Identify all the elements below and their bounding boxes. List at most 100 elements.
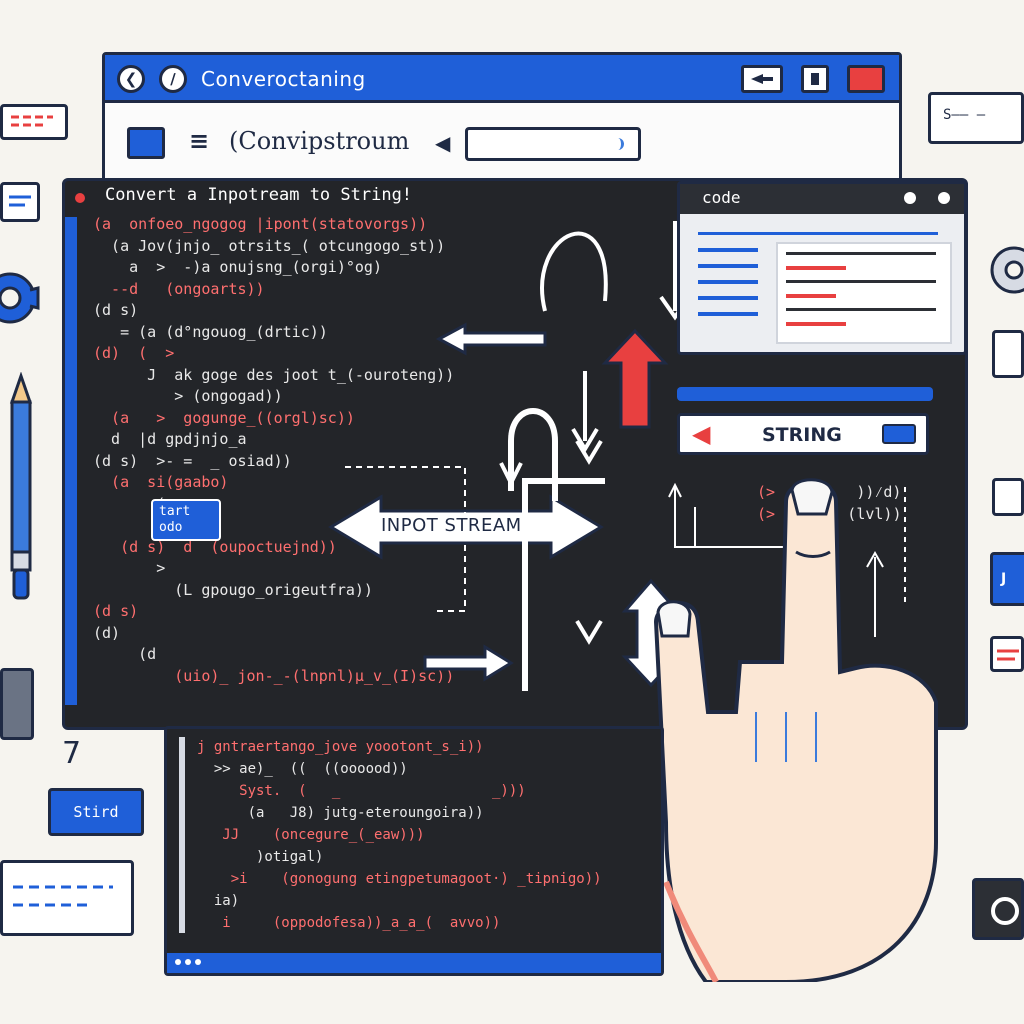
- code-line: d |d gpdjnjo_a: [93, 430, 247, 448]
- right-red-bubble: [990, 636, 1024, 672]
- code-line: > (ongogad)): [93, 387, 283, 405]
- window-title: Converoctaning: [201, 67, 366, 91]
- list-icon: [9, 195, 31, 207]
- code-line: (d s) >- = _ osiad)): [93, 451, 292, 470]
- app-window: ❮ ∕ Converoctaning ≡ (Convipstroum ◀: [102, 52, 902, 182]
- string-output-box[interactable]: ◀ STRING: [677, 413, 929, 455]
- right-gear-icon[interactable]: [984, 238, 1024, 302]
- code-line: (a onfoeo_ngogog |ipont(statovorgs)): [93, 215, 428, 233]
- tart-badge[interactable]: tart odo: [151, 499, 221, 541]
- code-window-dot-1[interactable]: [904, 192, 916, 204]
- red-up-arrow: [601, 328, 669, 429]
- lower-code-line: JJ (oncegure_(_eaw))): [197, 827, 425, 843]
- right-blue-button[interactable]: J: [990, 552, 1024, 606]
- code-window-dot-2[interactable]: [938, 192, 950, 204]
- menu-icon[interactable]: ≡: [189, 127, 210, 155]
- toolbar: ≡ (Convipstroum ◀: [105, 115, 899, 175]
- code-window-line: [786, 294, 836, 298]
- code-line: a > -)a onujsng_(orgi)°og): [93, 258, 382, 276]
- code-window-line: [698, 312, 758, 316]
- editor-gutter: [65, 217, 77, 705]
- right-code-fragment: (> (lvl)): [757, 505, 902, 523]
- title-bar: ❮ ∕ Converoctaning: [105, 55, 899, 103]
- code-line: >: [93, 559, 175, 577]
- pin-button[interactable]: [741, 65, 783, 93]
- code-window-line: [786, 308, 936, 311]
- stird-button[interactable]: Stird: [48, 788, 144, 836]
- code-window-header: code: [680, 184, 964, 214]
- code-line: (d) ( >: [93, 344, 175, 362]
- code-window-line: [698, 280, 758, 284]
- code-window-line: [786, 266, 846, 270]
- code-line: (d s): [93, 301, 139, 319]
- code-window-line: [698, 264, 758, 268]
- lower-code-line: >i (gonogung etingpetumagoot·) _tipnigo)…: [197, 871, 602, 887]
- code-window-line: [698, 296, 758, 300]
- code-line: (d: [93, 645, 157, 663]
- back-circle-icon[interactable]: ❮: [117, 65, 145, 93]
- status-bar: [167, 953, 661, 973]
- lower-code-line: (a J8) jutg-eteroungoira)): [197, 805, 484, 821]
- status-dot: [185, 959, 191, 965]
- code-window-line: [786, 322, 846, 326]
- code-line: --d (ongoarts)): [93, 279, 265, 298]
- code-window-line: [786, 280, 936, 283]
- lower-scrollbar[interactable]: [179, 737, 185, 933]
- status-dot: [175, 959, 181, 965]
- address-text: (Convipstroum: [229, 127, 410, 155]
- code-line: (d): [93, 623, 139, 642]
- toolbar-app-icon[interactable]: [127, 127, 165, 159]
- close-button[interactable]: [847, 65, 885, 93]
- code-line: J ak goge des joot t_(-ouroteng)): [93, 365, 455, 384]
- left-arrow: [435, 322, 547, 356]
- maximize-icon: [811, 73, 819, 85]
- lower-code-line: j gntraertango_jove yoootont_s_i)): [197, 739, 484, 755]
- bottom-right-arrow: [423, 644, 514, 682]
- collapse-icon[interactable]: ◀: [435, 131, 451, 155]
- right-curve: [522, 478, 605, 691]
- right-bubble-text: S—— —: [943, 107, 986, 123]
- lower-code-line: Syst. ( _ _))): [197, 783, 526, 799]
- code-line: (d s): [93, 602, 139, 620]
- string-label: STRING: [762, 424, 842, 446]
- lower-code-line: i (oppodofesa))_a_a_( avvo)): [197, 915, 501, 931]
- chat-lines-icon: [13, 885, 113, 907]
- code-line: (uio)_ jon‐_‐(lnpnl)µ_v_(I)sc)): [93, 666, 455, 685]
- gear-icon[interactable]: [0, 262, 42, 334]
- pin-icon: [751, 74, 773, 84]
- lower-code-panel: j gntraertango_jove yoootont_s_i)) >> ae…: [164, 726, 664, 976]
- right-doc-bubble: [992, 330, 1024, 378]
- code-window-line: [698, 232, 938, 235]
- right-search-block[interactable]: [972, 878, 1024, 940]
- maximize-button[interactable]: [801, 65, 829, 93]
- pointing-hand-icon: [653, 478, 938, 982]
- code-line: = (a (d°ngouog_(drtic)): [93, 322, 328, 341]
- badge-line-1: tart: [159, 504, 191, 519]
- left-red-arrow-icon: ◀: [692, 420, 711, 448]
- code-window-line: [698, 248, 758, 252]
- red-lines-icon: [997, 649, 1019, 661]
- progress-bar: [677, 387, 933, 401]
- code-window-title: code: [702, 188, 741, 207]
- editor-red-dot[interactable]: [75, 193, 85, 203]
- seven-glyph: 7: [62, 736, 82, 771]
- editor-title: Convert a Inpotream to String!: [105, 185, 413, 205]
- right-small-bubble: [992, 478, 1024, 516]
- left-list-bubble: [0, 182, 40, 222]
- status-dot: [195, 959, 201, 965]
- code-line: (L gpougo_origeutfra)): [93, 580, 373, 599]
- arc-arrow: [508, 408, 558, 501]
- forward-circle-icon[interactable]: ∕: [159, 65, 187, 93]
- lower-code-line: >> ae)_ (( ((oooood)): [197, 761, 408, 777]
- string-toggle-button[interactable]: [882, 424, 916, 444]
- lower-code-line: )otigal): [197, 849, 324, 865]
- code-editor-window: Convert a Inpotream to String! (a onfoeo…: [62, 178, 968, 730]
- left-speech-bubble: [0, 104, 68, 140]
- address-input[interactable]: [465, 127, 641, 161]
- code-preview-window: code: [677, 181, 967, 355]
- left-device-block: [0, 668, 34, 740]
- code-window-line: [786, 252, 936, 255]
- code-line: (d s) d (oupoctuejnd)): [93, 537, 337, 556]
- code-line: (a > gogunge_((orgl)sc)): [93, 408, 355, 427]
- right-code-fragment: (> ))⁄d): [757, 483, 902, 501]
